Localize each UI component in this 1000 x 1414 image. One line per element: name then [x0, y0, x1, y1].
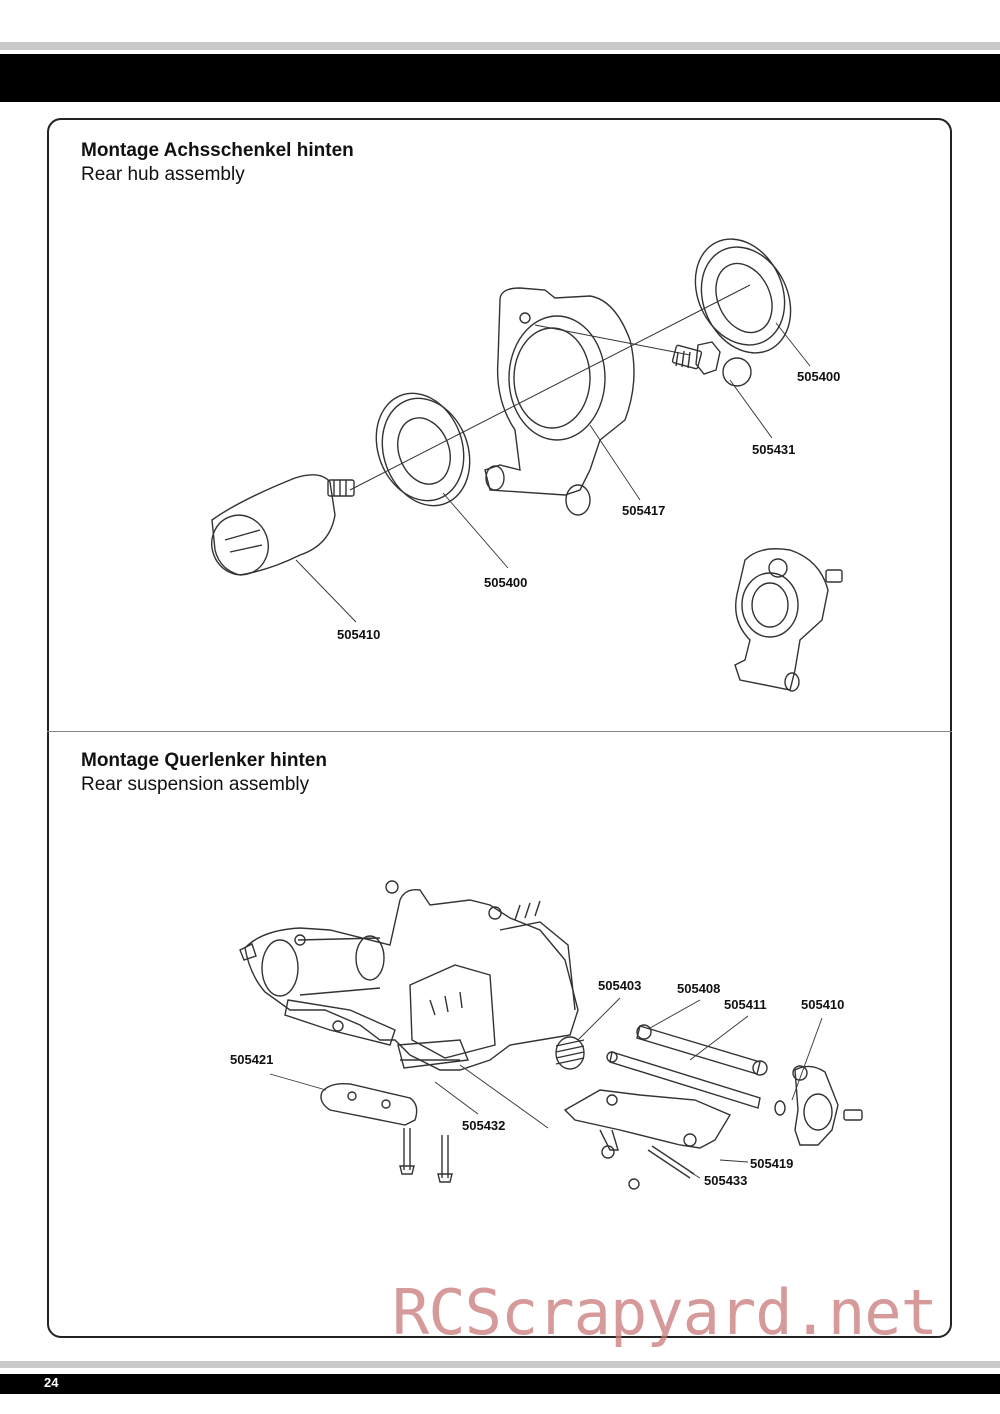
part-label-505431: 505431 — [752, 442, 795, 457]
part-label-505417: 505417 — [622, 503, 665, 518]
spring — [555, 1036, 585, 1070]
footer-grey-rule — [0, 1361, 1000, 1368]
section2-title-de: Montage Querlenker hinten — [81, 750, 327, 771]
gearbox-assembly — [239, 880, 579, 1071]
part-label-505433: 505433 — [704, 1173, 747, 1188]
section2-title-en: Rear suspension assembly — [81, 774, 310, 795]
hinge-pin-long — [636, 1024, 768, 1076]
drive-cup — [211, 474, 355, 576]
part-label-505419: 505419 — [750, 1156, 793, 1171]
bearing-mid — [375, 392, 471, 507]
content-frame — [47, 118, 952, 1338]
part-label-505408: 505408 — [677, 981, 720, 996]
part-label-505421: 505421 — [230, 1052, 273, 1067]
washer — [774, 1100, 786, 1116]
section1-title-en: Rear hub assembly — [81, 164, 245, 185]
section1-title-de: Montage Achsschenkel hinten — [81, 140, 354, 161]
header-black-bar — [0, 54, 1000, 102]
part-label-505403: 505403 — [598, 978, 641, 993]
part-label-505410-hub: 505410 — [801, 997, 844, 1012]
section-divider — [47, 731, 952, 732]
part-label-505400-mid: 505400 — [484, 575, 527, 590]
wishbone — [563, 1089, 732, 1159]
hub-assembled — [734, 548, 843, 692]
part-label-505411: 505411 — [724, 997, 767, 1012]
hub-right — [792, 1065, 863, 1146]
header-grey-rule — [0, 42, 1000, 50]
footer-black-bar — [0, 1374, 1000, 1394]
page-number: 24 — [44, 1375, 59, 1390]
screws — [399, 1059, 460, 1183]
part-label-505410-cup: 505410 — [337, 627, 380, 642]
ball-stud — [671, 341, 752, 387]
mount-block — [320, 1082, 418, 1126]
bearing-top — [694, 238, 792, 354]
hub-carrier — [484, 287, 635, 516]
part-label-505432: 505432 — [462, 1118, 505, 1133]
watermark: RCScrapyard.net — [392, 1276, 938, 1349]
part-label-505400-top: 505400 — [797, 369, 840, 384]
hinge-pin-short — [606, 1051, 761, 1109]
screw-pin — [628, 1145, 695, 1190]
